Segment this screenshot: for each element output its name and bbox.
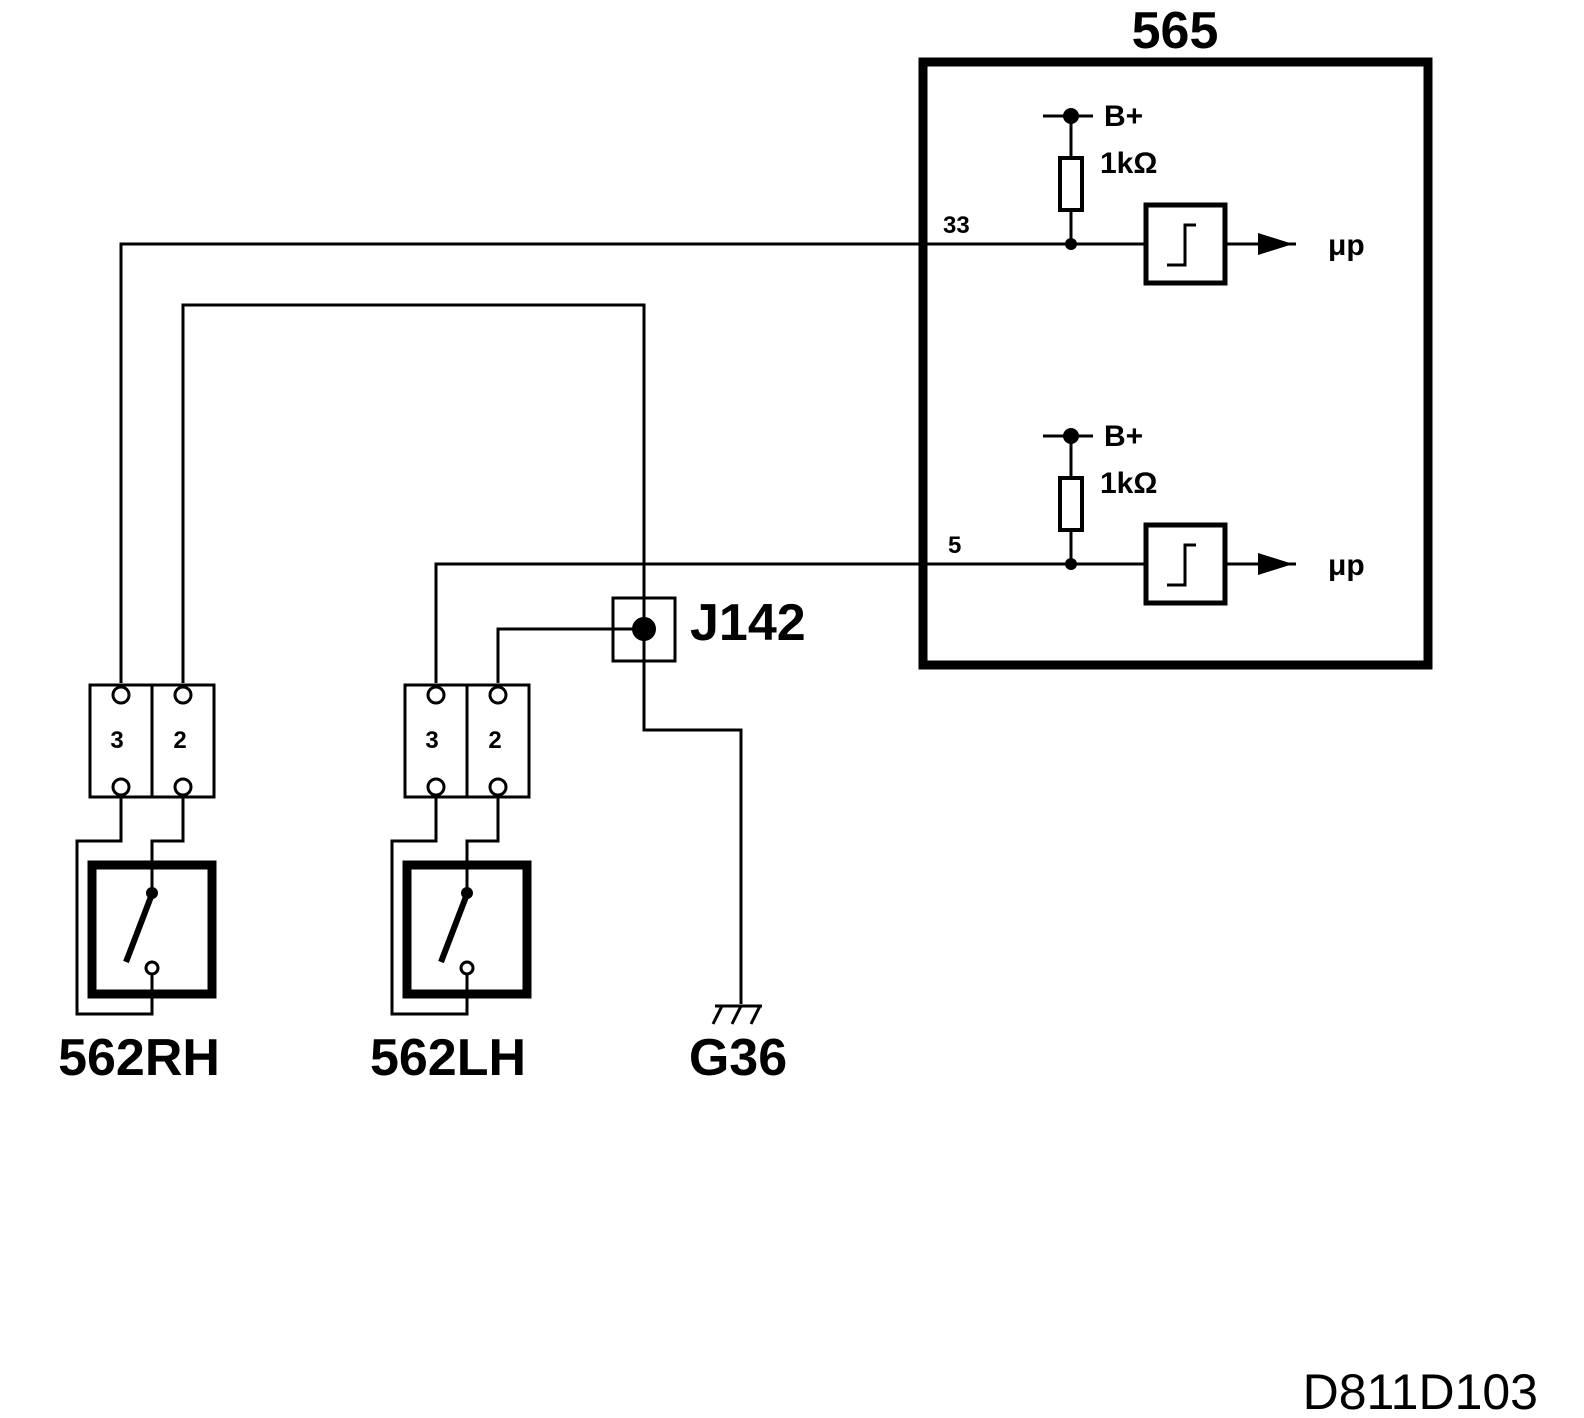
terminal-icon (426, 777, 446, 797)
output-label: μp (1328, 549, 1365, 582)
pin-label: 33 (943, 212, 970, 239)
switch-562rh: 562RH (58, 797, 220, 1087)
switch-label: 562LH (370, 1029, 526, 1087)
arrow-icon (1258, 233, 1293, 255)
resistor-symbol (1058, 476, 1084, 532)
supply-label: B+ (1104, 420, 1143, 453)
module-channel-2: B+ 1kΩ μp 5 (948, 420, 1365, 606)
ground-g36: G36 (689, 1004, 787, 1087)
switch-housing (87, 860, 217, 999)
switch-label: 562RH (58, 1029, 220, 1087)
splice-label: J142 (690, 594, 806, 652)
connector-pin-label: 3 (110, 727, 123, 754)
schmitt-trigger-icon (1167, 543, 1196, 587)
diagram-code: D811D103 (1303, 1364, 1538, 1418)
pin-label: 5 (948, 532, 961, 559)
connector-pin-label: 2 (488, 727, 501, 754)
schmitt-trigger-icon (1167, 223, 1196, 267)
module-565: 565 B+ 1kΩ μp 33 B+ 1kΩ (918, 2, 1433, 670)
connector-rh: 3 2 (88, 683, 216, 799)
splice-box (611, 596, 677, 663)
terminal-icon (173, 685, 193, 705)
switch-562lh: 562LH (370, 797, 532, 1087)
switch-contact-icon (438, 892, 470, 964)
connector-lh: 3 2 (403, 683, 531, 799)
splice-node (632, 617, 656, 641)
switch-contact-icon (123, 892, 155, 964)
wire-rh-pin3 (119, 242, 1071, 683)
terminal-icon (111, 685, 131, 705)
output-label: μp (1328, 229, 1365, 262)
wire-lh-pin2-splice (496, 627, 644, 683)
terminal-icon (488, 777, 508, 797)
connector-pin-label: 2 (173, 727, 186, 754)
supply-label: B+ (1104, 100, 1143, 133)
wire-lh-pin3 (434, 562, 1071, 683)
wire-rh-pin2-ground (181, 303, 743, 1004)
terminal-icon (426, 685, 446, 705)
module-box (918, 57, 1433, 670)
switch-housing (402, 860, 532, 999)
wires (119, 242, 1071, 1004)
resistor-label: 1kΩ (1100, 147, 1157, 180)
terminal-icon (111, 777, 131, 797)
resistor-label: 1kΩ (1100, 467, 1157, 500)
arrow-icon (1258, 553, 1293, 575)
terminal-icon (173, 777, 193, 797)
resistor-symbol (1058, 156, 1084, 212)
ground-label: G36 (689, 1029, 787, 1087)
splice-j142: J142 (611, 594, 806, 663)
connector-pin-label: 3 (425, 727, 438, 754)
module-label: 565 (1132, 2, 1219, 60)
terminal-icon (488, 685, 508, 705)
module-channel-1: B+ 1kΩ μp 33 (943, 100, 1365, 286)
